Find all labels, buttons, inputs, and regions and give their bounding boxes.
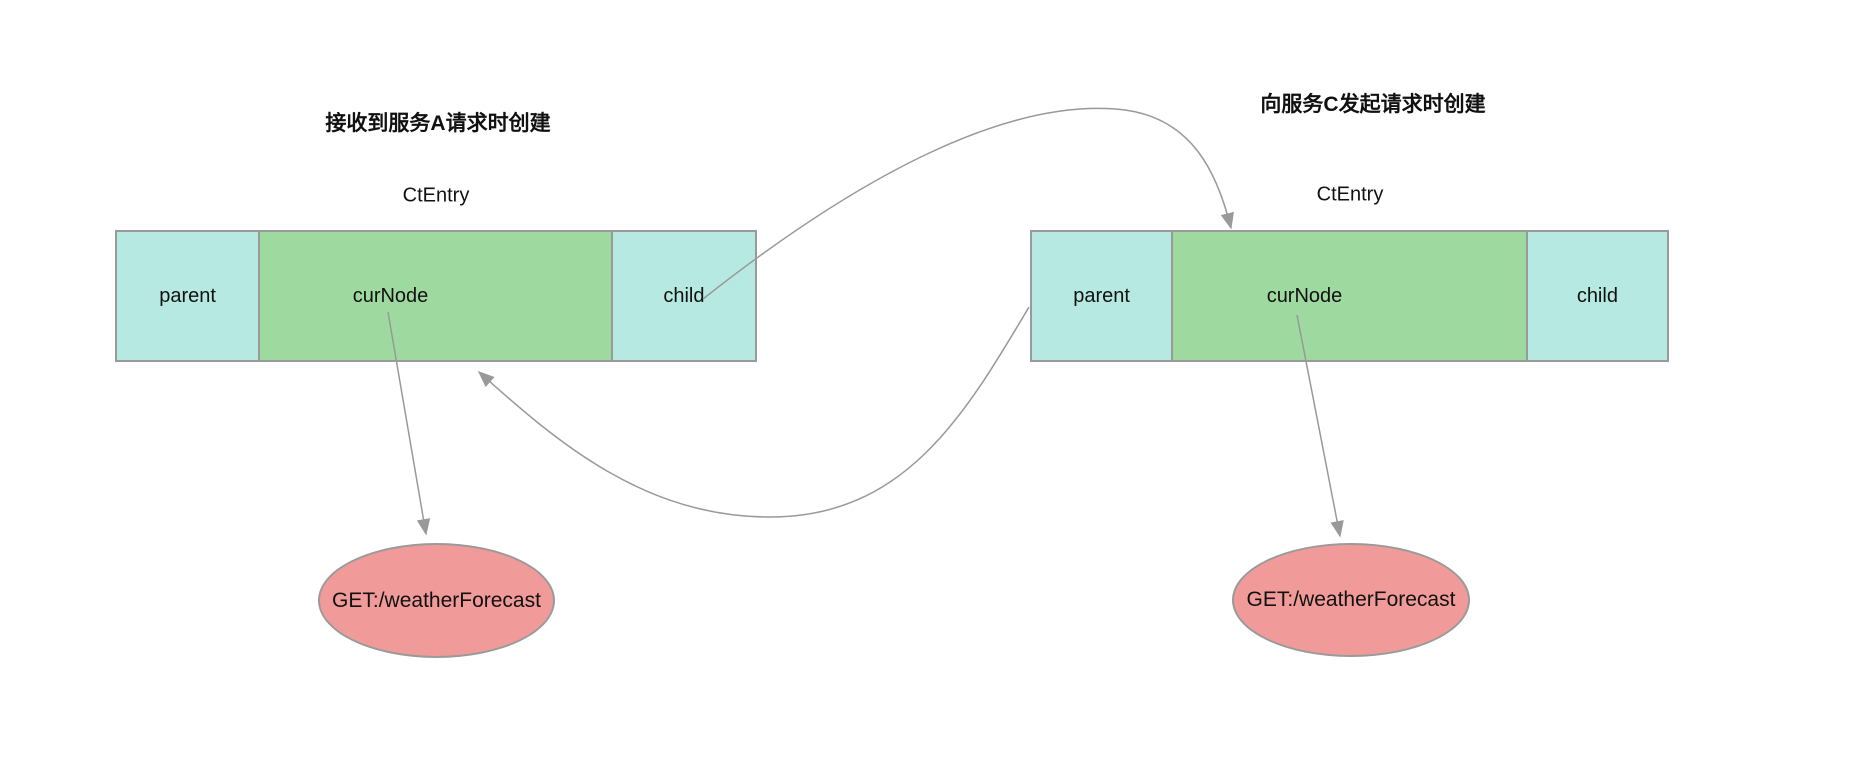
left-curnode-cell-label: curNode — [352, 284, 429, 307]
left-curnode-cell: curNode — [258, 232, 611, 360]
right-ctentry-box: parent curNode child — [1030, 230, 1669, 362]
left-parent-cell: parent — [117, 232, 259, 360]
right-endpoint-ellipse: GET:/weatherForecast — [1232, 543, 1470, 657]
right-child-cell-label: child — [1576, 284, 1618, 307]
right-ctentry-label: CtEntry — [1316, 183, 1384, 206]
right-endpoint-label: GET:/weatherForecast — [1246, 588, 1456, 611]
left-parent-cell-label: parent — [159, 284, 216, 307]
left-endpoint-label: GET:/weatherForecast — [332, 588, 541, 612]
right-parent-cell-label: parent — [1073, 284, 1130, 307]
left-ctentry-label: CtEntry — [402, 184, 470, 207]
left-endpoint-ellipse: GET:/weatherForecast — [318, 543, 555, 658]
left-caption: 接收到服务A请求时创建 — [325, 112, 551, 135]
right-curnode-cell-label: curNode — [1266, 284, 1343, 307]
left-ctentry-box: parent curNode child — [115, 230, 757, 362]
left-child-cell-label: child — [663, 284, 705, 307]
right-curnode-cell: curNode — [1171, 232, 1526, 360]
right-parent-cell: parent — [1032, 232, 1172, 360]
left-child-cell: child — [610, 232, 755, 360]
right-child-cell: child — [1525, 232, 1667, 360]
right-caption: 向服务C发起请求时创建 — [1260, 93, 1486, 116]
